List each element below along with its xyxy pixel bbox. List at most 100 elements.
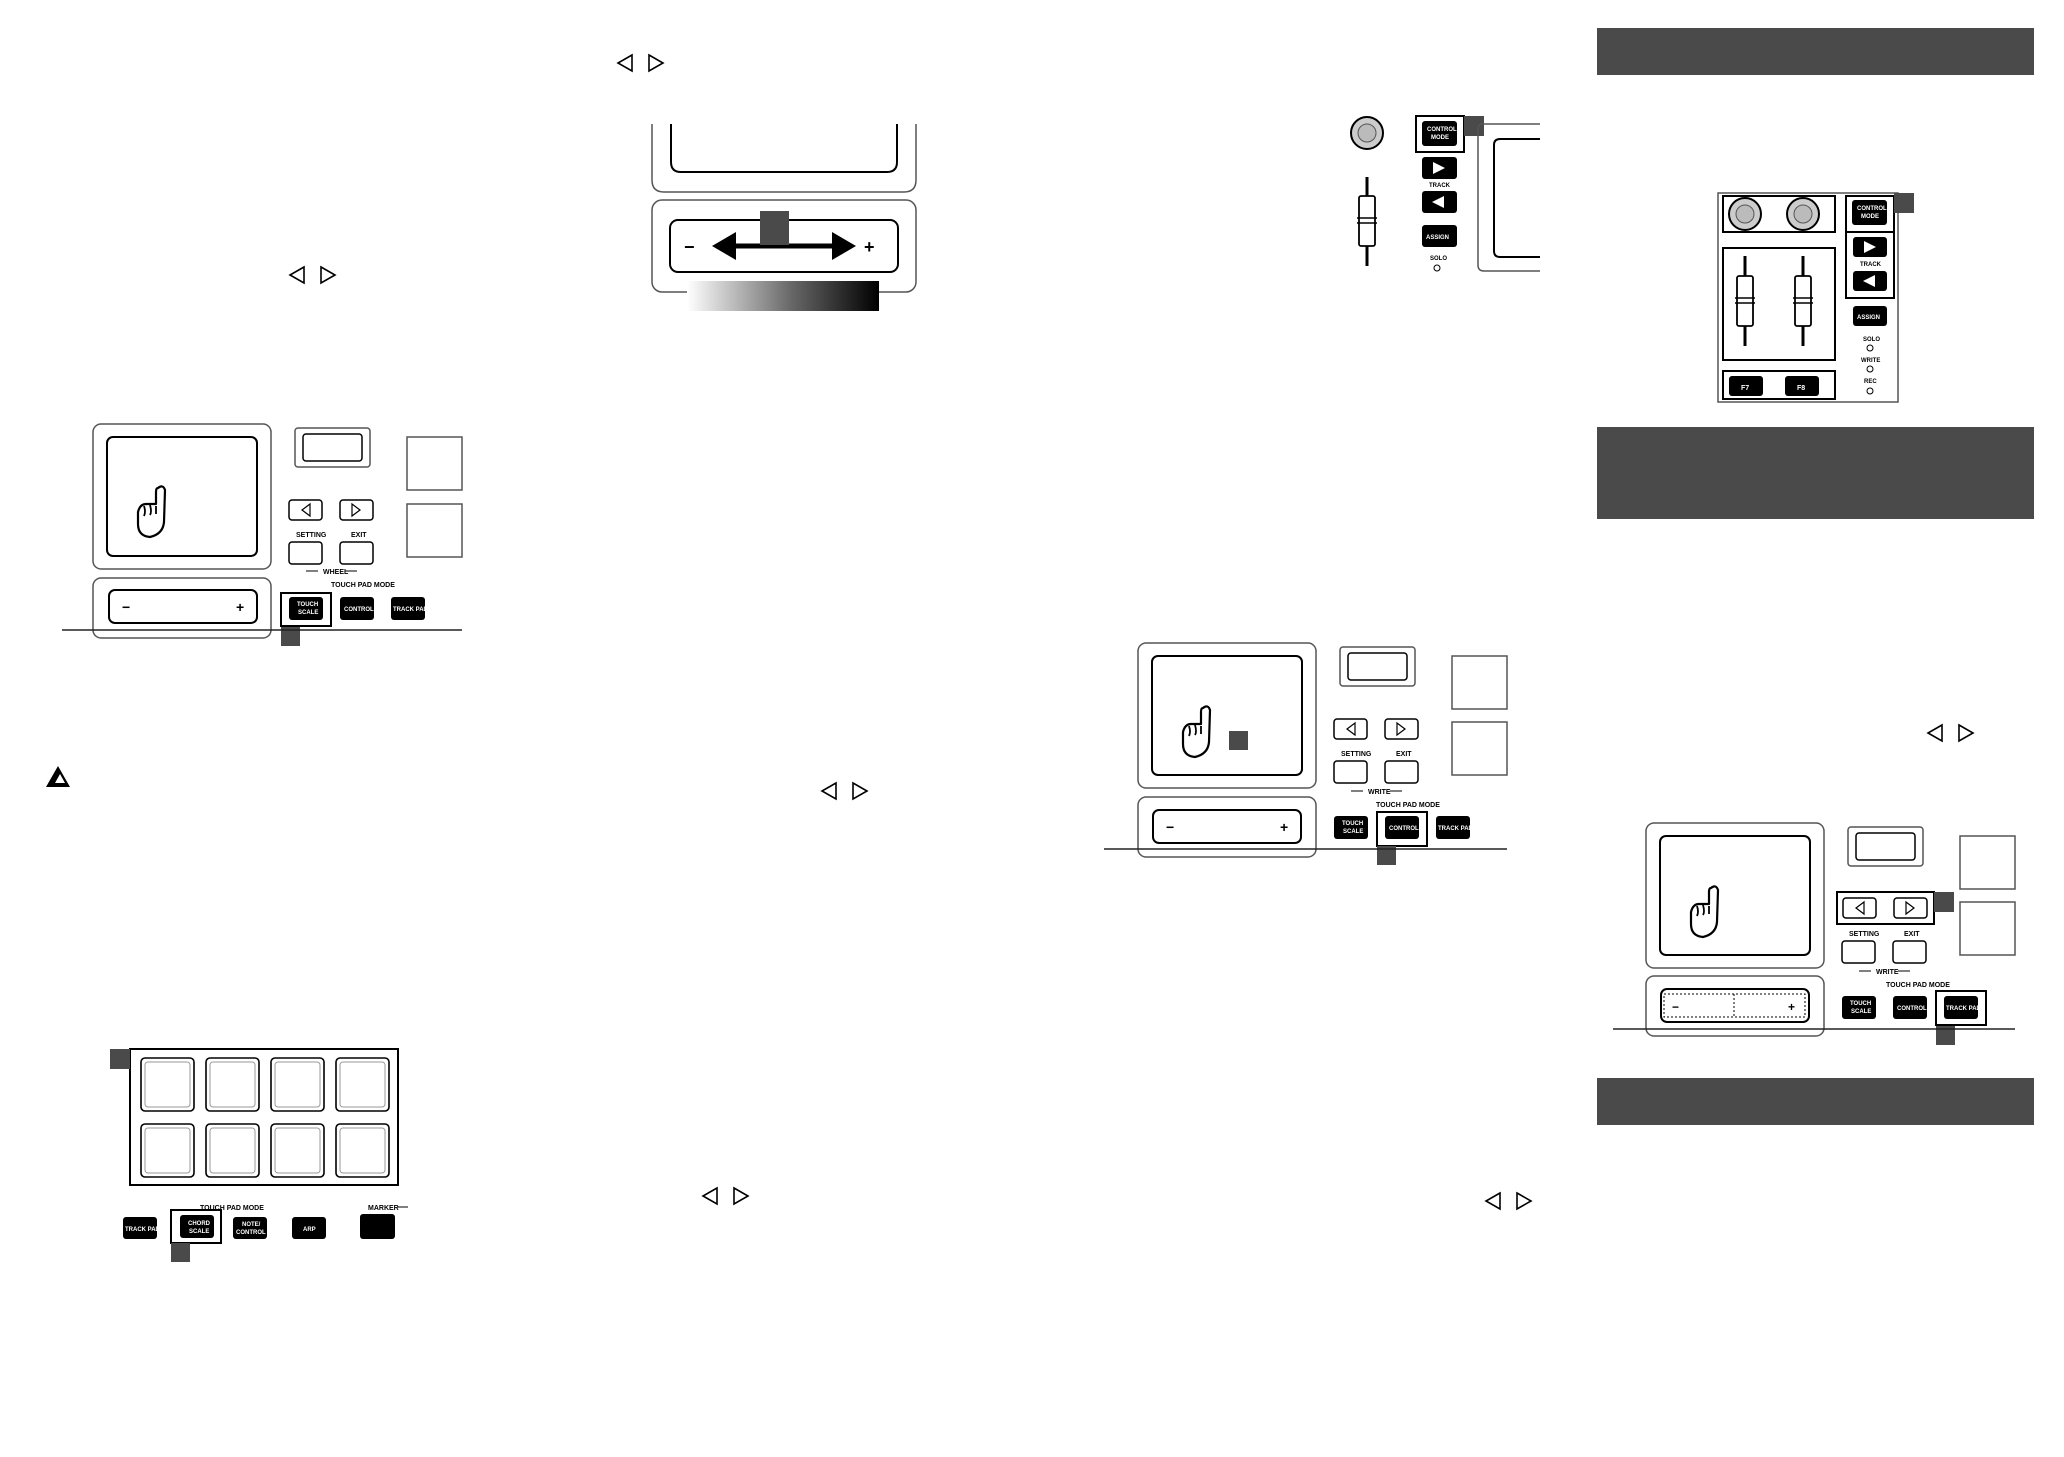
chord-scale-label-1: CHORD (188, 1221, 211, 1227)
minus-label: − (684, 237, 695, 257)
setting-button[interactable] (288, 541, 323, 565)
right-triangle-icon (351, 502, 361, 518)
control-mode-diagram-2: F7 F8 CONTROL MODE TRACK ASSIGN SOLO WRI… (1717, 192, 1914, 403)
minus-label: − (1672, 1000, 1679, 1014)
touch-scale-button[interactable] (289, 597, 323, 620)
note-control-label-2: CONTROL (236, 1230, 266, 1236)
f8-label: F8 (1797, 385, 1805, 392)
write-label: WRITE (1861, 358, 1880, 364)
left-arrow-icon (1926, 723, 1943, 743)
f7-label: F7 (1741, 385, 1749, 392)
chord-scale-button[interactable] (180, 1215, 214, 1238)
touch-pad-mode-label: TOUCH PAD MODE (331, 582, 395, 589)
left-triangle-icon (301, 502, 311, 518)
track-label: TRACK (1429, 183, 1451, 189)
touch-pad-mode-label: TOUCH PAD MODE (1886, 982, 1950, 989)
plus-label: + (1280, 819, 1288, 835)
track-pad-button[interactable] (1944, 996, 1978, 1019)
control-mode-button[interactable] (1852, 200, 1887, 225)
touchpad-diagram-1: − + SETTING EXIT WHEEL TOUCH PAD MODE TO… (62, 423, 463, 646)
section-header-bar-3 (1597, 1078, 2034, 1125)
callout-marker (110, 1049, 130, 1069)
section-header-bar-1 (1597, 28, 2034, 75)
section-header-bar-2 (1597, 427, 2034, 519)
right-button[interactable] (1384, 718, 1419, 740)
right-button[interactable] (339, 499, 374, 521)
arp-button[interactable] (292, 1217, 326, 1239)
exit-button[interactable] (1384, 760, 1419, 784)
left-arrow-icon (701, 1186, 718, 1206)
plus-label: + (864, 237, 875, 257)
control-mode-label-1: CONTROL (1857, 206, 1887, 212)
callout-marker (1377, 846, 1396, 865)
left-arrow-icon (616, 53, 633, 73)
write-label: WRITE (1876, 969, 1899, 976)
touchpad-diagram-3: − + SETTING EXIT WRITE TOUCH PAD MODE TO… (1613, 822, 2016, 1045)
setting-label: SETTING (1341, 751, 1372, 758)
control-button[interactable] (1385, 816, 1419, 839)
setting-label: SETTING (296, 532, 327, 539)
right-arrow-icon (320, 265, 337, 285)
gradient-bar (687, 281, 879, 311)
f7-button[interactable] (1729, 376, 1763, 396)
right-button[interactable] (1893, 897, 1928, 919)
write-label: WRITE (1368, 789, 1391, 796)
left-button[interactable] (1333, 718, 1368, 740)
right-arrow-icon (648, 53, 665, 73)
track-pad-button[interactable] (391, 597, 425, 620)
marker-button[interactable] (360, 1214, 395, 1239)
track-pad-button[interactable] (123, 1217, 157, 1239)
note-control-button[interactable] (233, 1217, 267, 1239)
note-control-label-1: NOTE/ (242, 1222, 261, 1228)
control-mode-diagram-1: CONTROL MODE TRACK ASSIGN SOLO (1350, 115, 1540, 272)
callout-marker (1894, 193, 1914, 213)
setting-label: SETTING (1849, 931, 1880, 938)
right-arrow-icon (1958, 723, 1975, 743)
left-button[interactable] (1842, 897, 1877, 919)
control-mode-label-2: MODE (1431, 135, 1449, 141)
control-mode-button[interactable] (1422, 121, 1457, 146)
solo-label: SOLO (1430, 256, 1447, 262)
touch-scale-label-1: TOUCH (297, 602, 318, 608)
assign-label: ASSIGN (1857, 315, 1880, 321)
control-button[interactable] (340, 597, 374, 620)
track-pad-button[interactable] (1436, 816, 1470, 839)
control-button[interactable] (1893, 996, 1927, 1019)
callout-marker (1936, 1026, 1955, 1045)
touch-scale-label-2: SCALE (1851, 1009, 1871, 1015)
assign-button[interactable] (1853, 306, 1887, 326)
exit-button[interactable] (339, 541, 374, 565)
setting-button[interactable] (1333, 760, 1368, 784)
control-label: CONTROL (1897, 1006, 1927, 1012)
touch-scale-button[interactable] (1842, 996, 1876, 1019)
plus-label: + (1788, 1000, 1795, 1014)
rec-label: REC (1864, 379, 1877, 385)
exit-button[interactable] (1892, 940, 1927, 964)
assign-button[interactable] (1422, 225, 1457, 247)
control-label: CONTROL (1389, 826, 1419, 832)
fader[interactable] (1358, 195, 1376, 247)
marker-label: MARKER (368, 1205, 399, 1212)
setting-button[interactable] (1841, 940, 1876, 964)
arp-label: ARP (303, 1227, 316, 1233)
control-mode-label-1: CONTROL (1427, 127, 1457, 133)
track-pad-label: TRACK PAD (1946, 1006, 1982, 1012)
minus-label: − (1166, 819, 1174, 835)
track-pad-label: TRACK PAD (393, 607, 429, 613)
callout-marker (281, 627, 300, 646)
track-label: TRACK (1860, 262, 1882, 268)
left-arrow-icon (820, 781, 837, 801)
callout-marker (1934, 892, 1954, 912)
touch-scale-label-2: SCALE (298, 610, 318, 616)
touch-scale-label-1: TOUCH (1850, 1001, 1871, 1007)
touch-scale-button[interactable] (1334, 816, 1368, 839)
track-pad-label: TRACK PAD (1438, 826, 1474, 832)
right-arrow-icon (1516, 1191, 1533, 1211)
exit-label: EXIT (351, 532, 367, 539)
track-pad-label: TRACK PAD (125, 1227, 161, 1233)
warning-icon (46, 766, 70, 787)
left-button[interactable] (288, 499, 323, 521)
f8-button[interactable] (1785, 376, 1819, 396)
touchpad-diagram-2: − + SETTING EXIT WRITE TOUCH PAD MODE TO… (1104, 642, 1508, 865)
